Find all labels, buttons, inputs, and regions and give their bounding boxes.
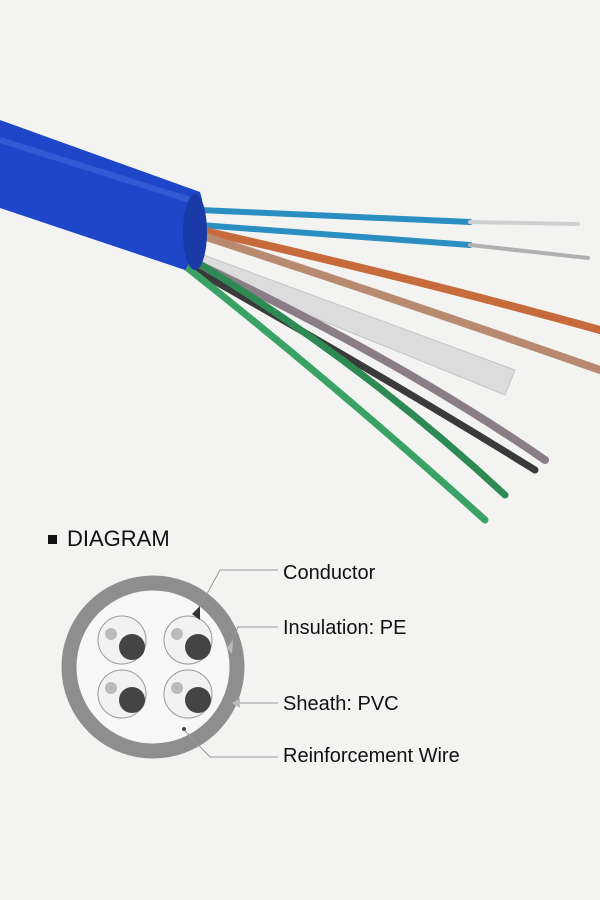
cross-section [61,575,245,759]
bullet-icon [48,534,57,544]
label-sheath: Sheath: PVC [283,693,399,715]
diagram-title: DIAGRAM [48,526,170,552]
label-reinforcement: Reinforcement Wire [283,745,460,767]
label-insulation: Insulation: PE [283,617,407,639]
label-conductor: Conductor [283,562,376,584]
cable-wires [176,207,600,524]
diagram-title-text: DIAGRAM [67,526,170,551]
